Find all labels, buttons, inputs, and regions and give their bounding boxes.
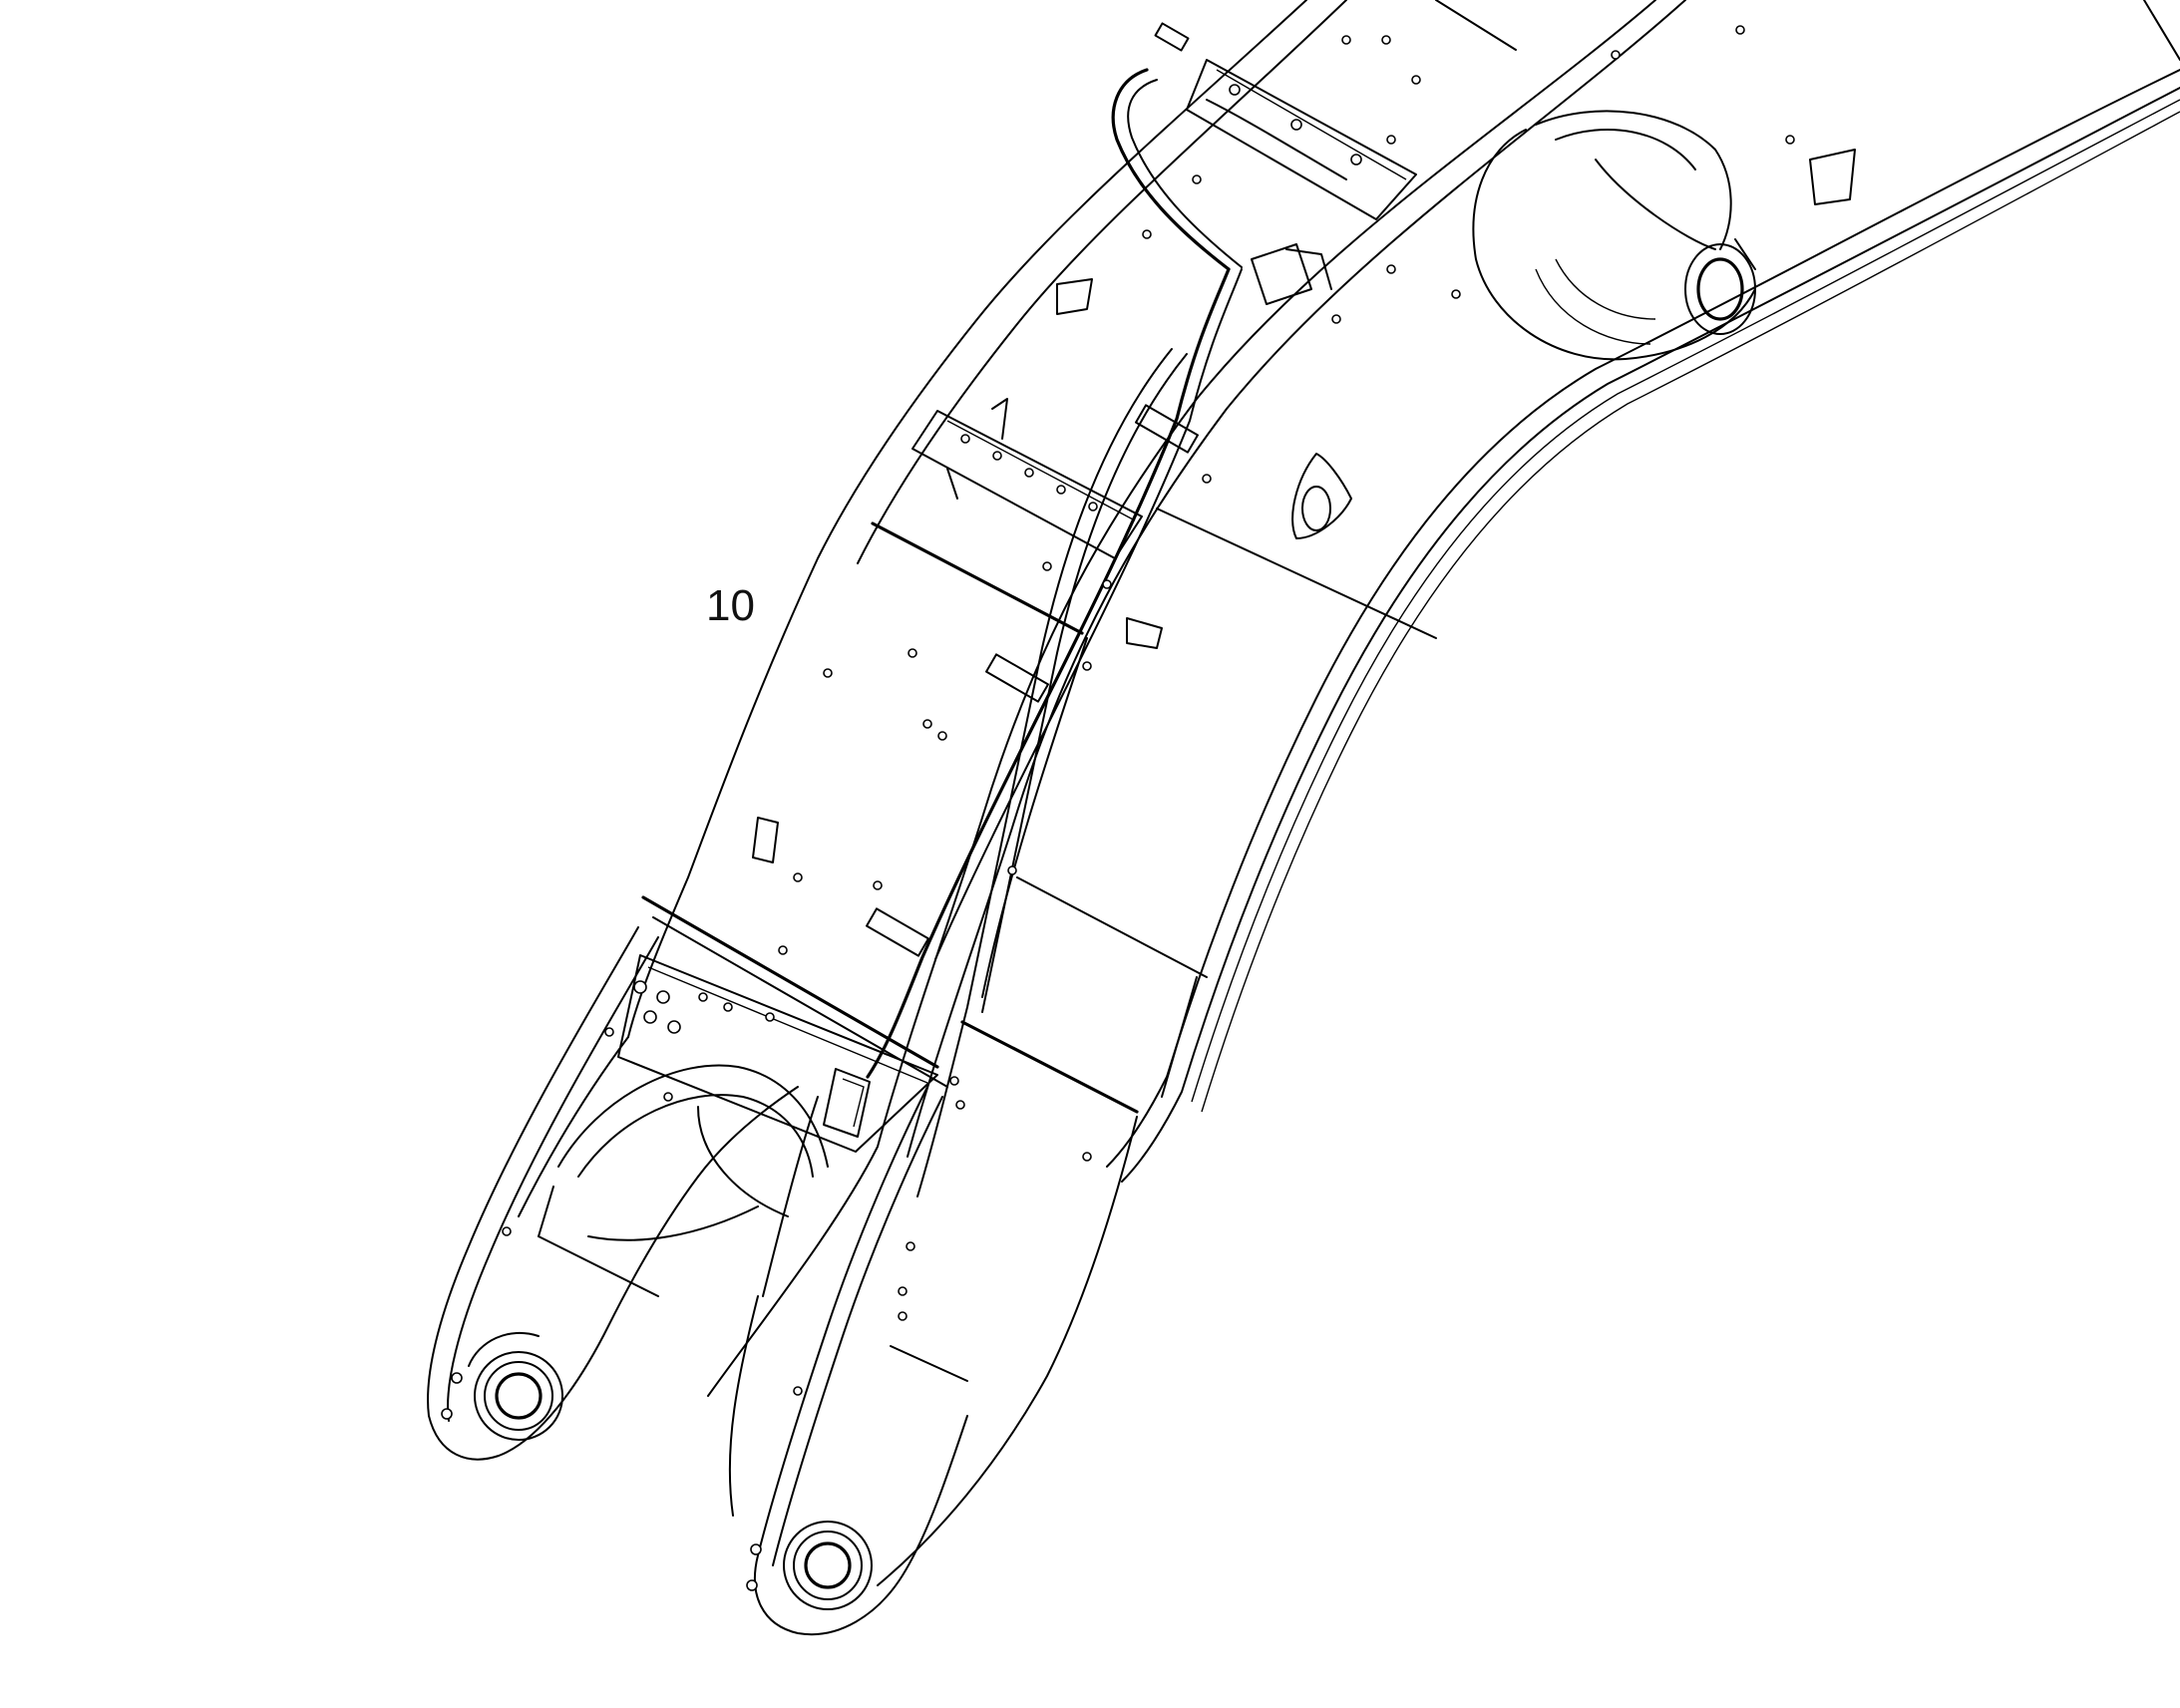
- boom-main-body: [518, 0, 1347, 1217]
- middle-crossbar-plate: [911, 398, 1143, 559]
- boom-pivot-boss: [1472, 110, 1756, 361]
- valve-block-upper: [1251, 243, 1332, 305]
- boom-side-web: [877, 0, 1517, 1586]
- hose-clamp-set: [866, 22, 1199, 957]
- fork-crossmember: [557, 1064, 829, 1241]
- valve-block-lower: [823, 1068, 871, 1138]
- fork-mounting-plate: [617, 954, 938, 1153]
- boom-outer-flange: [707, 0, 2180, 1397]
- side-lug-bracket: [752, 149, 1856, 863]
- boom-fork-left-arm: [427, 926, 799, 1461]
- hydraulic-hose-line: [866, 68, 1243, 1079]
- upper-crossbar-plate: [1186, 59, 1417, 220]
- boom-fork-right-arm: [728, 1086, 968, 1636]
- fastener-holes: [502, 25, 1795, 1396]
